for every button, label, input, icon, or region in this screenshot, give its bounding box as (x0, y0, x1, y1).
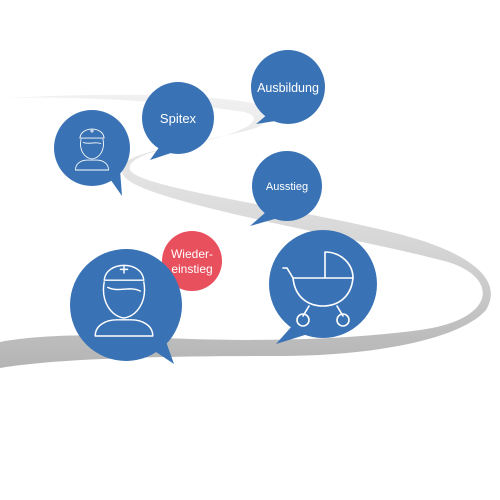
wiedereinstieg-label-line2: einstieg (171, 262, 212, 276)
wiedereinstieg-label-line1: Wieder- (171, 247, 213, 261)
spitex-label: Spitex (160, 111, 197, 126)
bubble-ausbildung: Ausbildung (251, 50, 325, 124)
nurse-icon (94, 264, 154, 337)
bubble-spitex: Spitex (142, 82, 214, 160)
nurse-icon (75, 128, 109, 171)
bubble-nurse-small (54, 110, 130, 196)
ausbildung-label: Ausbildung (257, 81, 319, 95)
bubble-nurse-large (70, 249, 182, 364)
bubble-pram (269, 230, 377, 344)
winding-road (0, 94, 491, 368)
ausstieg-label: Ausstieg (266, 181, 308, 193)
bubble-wiedereinstieg: Wieder- einstieg (162, 231, 222, 291)
bubble-ausstieg: Ausstieg (250, 151, 322, 226)
baby-carriage-icon (282, 251, 354, 327)
